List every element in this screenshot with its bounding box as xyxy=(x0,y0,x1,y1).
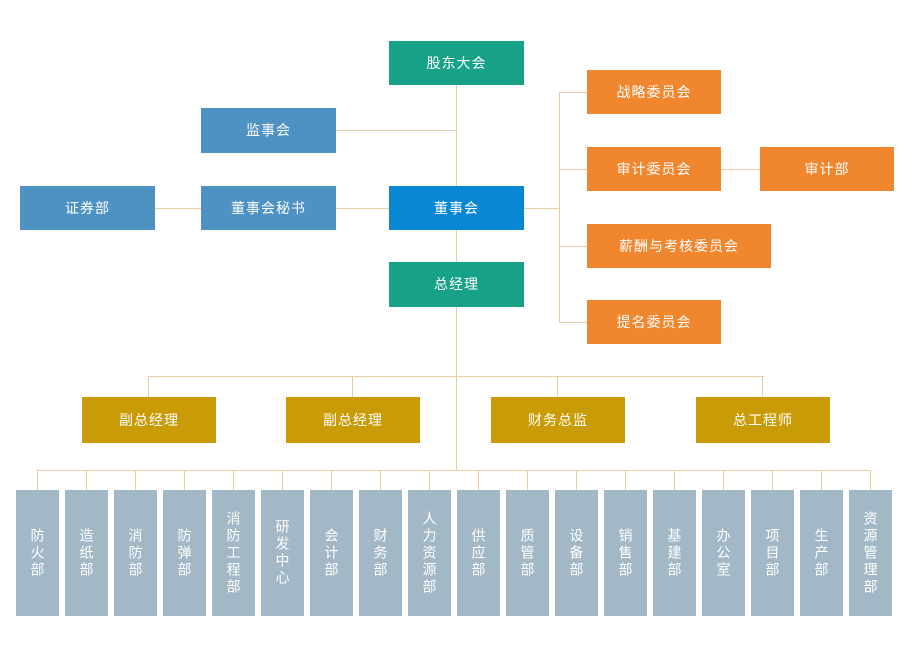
node-department: 销售部 xyxy=(604,470,647,616)
department-label: 办公室 xyxy=(715,527,732,579)
node-department: 办公室 xyxy=(702,470,745,616)
department-label: 消防部 xyxy=(127,527,144,579)
node-department: 消防工程部 xyxy=(212,470,255,616)
connector-line xyxy=(559,92,587,93)
department-label: 基建部 xyxy=(666,527,683,579)
node-board-of-directors: 董事会 xyxy=(389,186,524,230)
connector-line xyxy=(559,246,587,247)
connector-line xyxy=(37,470,871,471)
node-department: 研发中心 xyxy=(261,470,304,616)
department-label: 造纸部 xyxy=(78,527,95,579)
node-department: 基建部 xyxy=(653,470,696,616)
connector-line xyxy=(721,169,760,170)
node-general-manager: 总经理 xyxy=(389,262,524,307)
connector-line xyxy=(336,130,457,131)
node-strategy-committee: 战略委员会 xyxy=(587,70,721,114)
node-department: 项目部 xyxy=(751,470,794,616)
node-nomination-committee: 提名委员会 xyxy=(587,300,721,344)
node-finance-director: 财务总监 xyxy=(491,376,625,443)
connector-line xyxy=(559,169,587,170)
node-department: 消防部 xyxy=(114,470,157,616)
node-department: 会计部 xyxy=(310,470,353,616)
node-department: 财务部 xyxy=(359,470,402,616)
node-chief-engineer: 总工程师 xyxy=(696,376,830,443)
node-department: 防弹部 xyxy=(163,470,206,616)
node-department: 质管部 xyxy=(506,470,549,616)
department-label: 消防工程部 xyxy=(225,510,242,596)
department-label: 防火部 xyxy=(29,527,46,579)
department-label: 质管部 xyxy=(519,527,536,579)
department-label: 财务部 xyxy=(372,527,389,579)
node-department: 供应部 xyxy=(457,470,500,616)
node-department: 人力资源部 xyxy=(408,470,451,616)
node-deputy-gm-2: 副总经理 xyxy=(286,376,420,443)
department-label: 销售部 xyxy=(617,527,634,579)
node-supervisory-board: 监事会 xyxy=(201,108,336,153)
department-label: 研发中心 xyxy=(274,519,291,587)
connector-line xyxy=(524,208,559,209)
node-department: 设备部 xyxy=(555,470,598,616)
department-label: 项目部 xyxy=(764,527,781,579)
department-label: 生产部 xyxy=(813,527,830,579)
node-audit-committee: 审计委员会 xyxy=(587,147,721,191)
connector-line xyxy=(559,92,560,323)
department-label: 供应部 xyxy=(470,527,487,579)
department-label: 会计部 xyxy=(323,527,340,579)
connector-line xyxy=(559,322,587,323)
node-department: 资源管理部 xyxy=(849,470,892,616)
connector-line xyxy=(336,208,389,209)
node-deputy-gm-1: 副总经理 xyxy=(82,376,216,443)
node-shareholders-meeting: 股东大会 xyxy=(389,41,524,85)
connector-line xyxy=(149,376,764,377)
department-label: 资源管理部 xyxy=(862,510,879,596)
connector-line xyxy=(155,208,201,209)
node-securities-dept: 证券部 xyxy=(20,186,155,230)
department-label: 设备部 xyxy=(568,527,585,579)
node-department: 防火部 xyxy=(16,470,59,616)
department-label: 防弹部 xyxy=(176,527,193,579)
department-row: 防火部 造纸部 消防部 防弹部 消防工程部 研发中心 会计部 财务部 人力资源部… xyxy=(16,470,892,616)
node-department: 生产部 xyxy=(800,470,843,616)
node-board-secretary: 董事会秘书 xyxy=(201,186,336,230)
department-label: 人力资源部 xyxy=(421,510,438,596)
node-department: 造纸部 xyxy=(65,470,108,616)
node-audit-dept: 审计部 xyxy=(760,147,894,191)
node-compensation-committee: 薪酬与考核委员会 xyxy=(587,224,771,268)
